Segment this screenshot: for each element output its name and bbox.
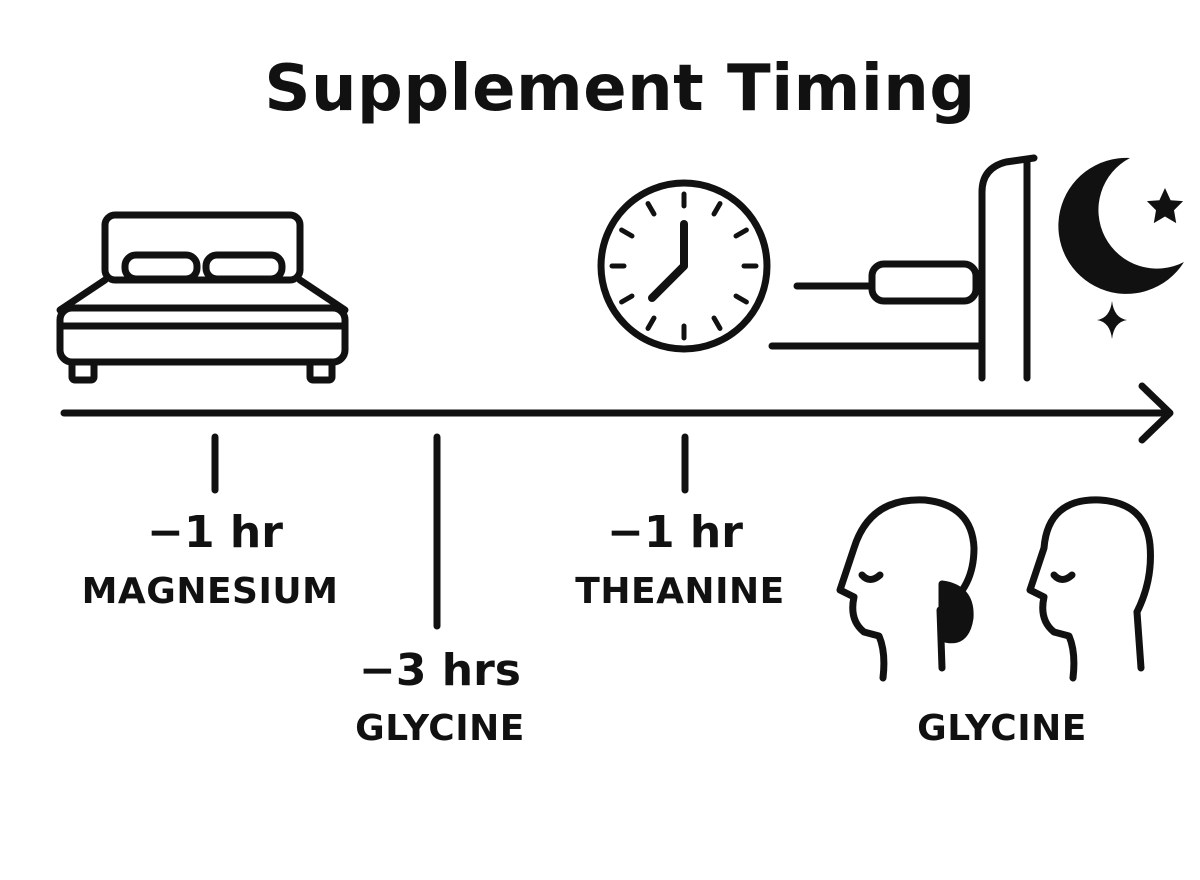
magnesium-label: MAGNESIUM [81, 571, 339, 612]
moon-icon [1058, 157, 1184, 294]
theanine-label: THEANINE [575, 571, 785, 612]
glycine-label: GLYCINE [355, 708, 525, 749]
sparkle-icon [1097, 301, 1127, 339]
clock-icon [597, 179, 771, 353]
sleeping-face-icon [1026, 496, 1154, 682]
bed-side-view-icon [768, 154, 1038, 382]
glycine-time-label: −3 hrs [358, 645, 521, 696]
timeline-arrowhead [1138, 382, 1174, 444]
magnesium-time-label: −1 hr [147, 507, 283, 558]
page-title: Supplement Timing [264, 52, 976, 126]
hair-bun-shape [938, 580, 974, 644]
star-icon [1146, 188, 1184, 224]
theanine-time-label: −1 hr [607, 507, 743, 558]
bed-icon [56, 211, 349, 384]
night-glycine-label: GLYCINE [917, 708, 1087, 749]
